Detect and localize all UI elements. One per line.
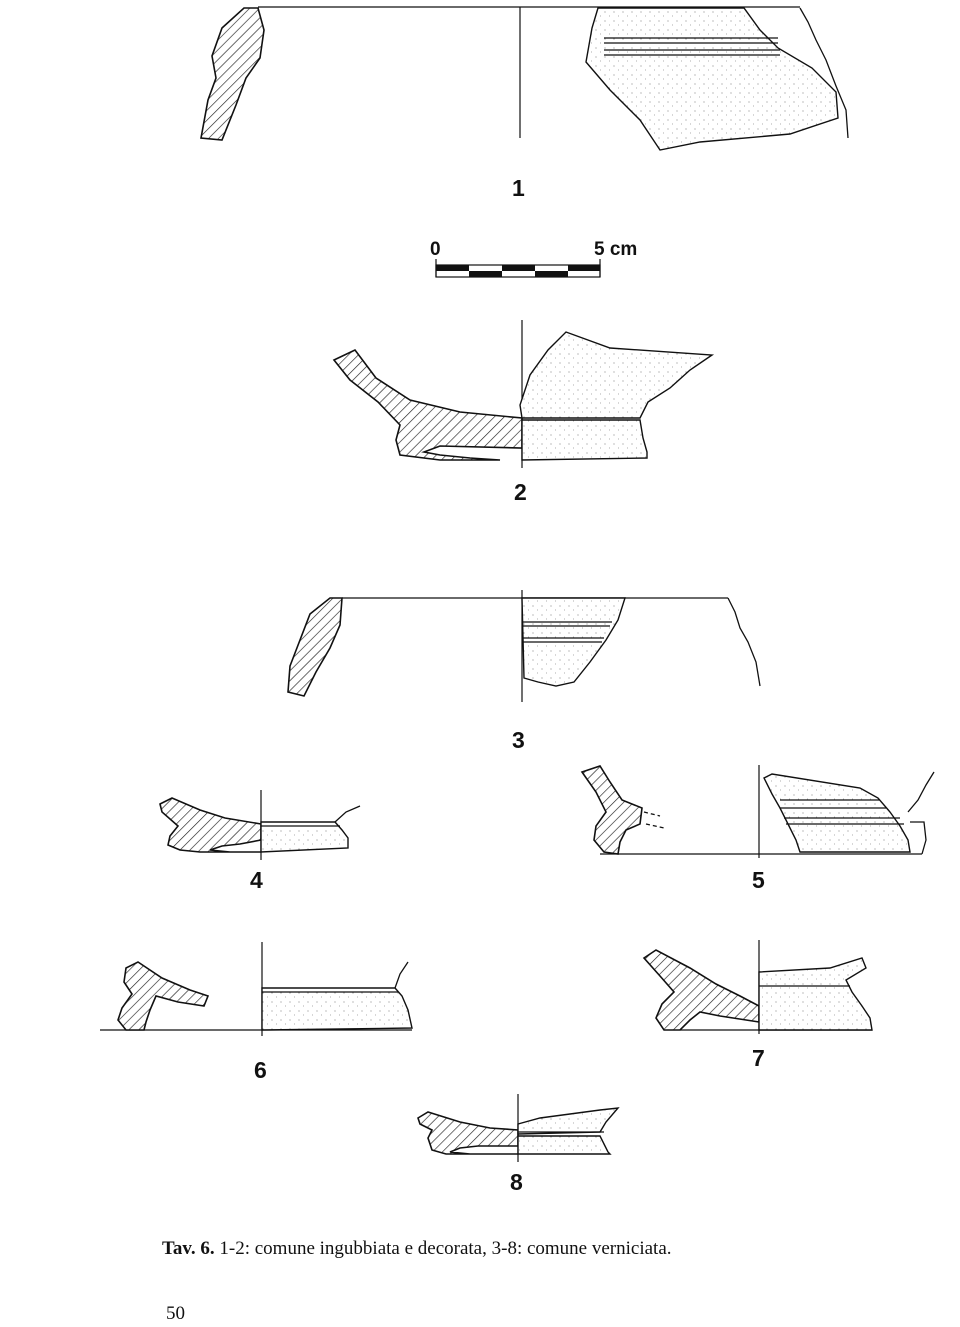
scale-end-label: 5 cm: [594, 239, 637, 260]
caption-prefix: Tav. 6.: [162, 1238, 215, 1259]
label-fragment-3: 3: [512, 727, 525, 753]
scale-start-label: 0: [430, 239, 441, 260]
fragment-2: [332, 320, 715, 468]
fragment-8: [417, 1094, 620, 1162]
label-fragment-5: 5: [752, 867, 765, 893]
label-fragment-4: 4: [250, 867, 263, 893]
fragment-5: [580, 765, 935, 858]
label-fragment-1: 1: [512, 175, 525, 201]
page-number: 50: [166, 1303, 185, 1324]
label-fragment-7: 7: [752, 1045, 765, 1071]
plate-caption: Tav. 6. 1-2: comune ingubbiata e decorat…: [162, 1238, 672, 1260]
fragment-6: [100, 942, 413, 1036]
label-fragment-2: 2: [514, 479, 527, 505]
caption-text: 1-2: comune ingubbiata e decorata, 3-8: …: [219, 1238, 672, 1259]
scale-bar: 0 5 cm: [430, 239, 637, 278]
label-fragment-8: 8: [510, 1169, 523, 1195]
fragment-7: [642, 940, 873, 1034]
fragment-3: [287, 590, 761, 702]
fragment-4: [159, 790, 361, 860]
label-fragment-6: 6: [254, 1057, 267, 1083]
fragment-1: [200, 6, 849, 151]
